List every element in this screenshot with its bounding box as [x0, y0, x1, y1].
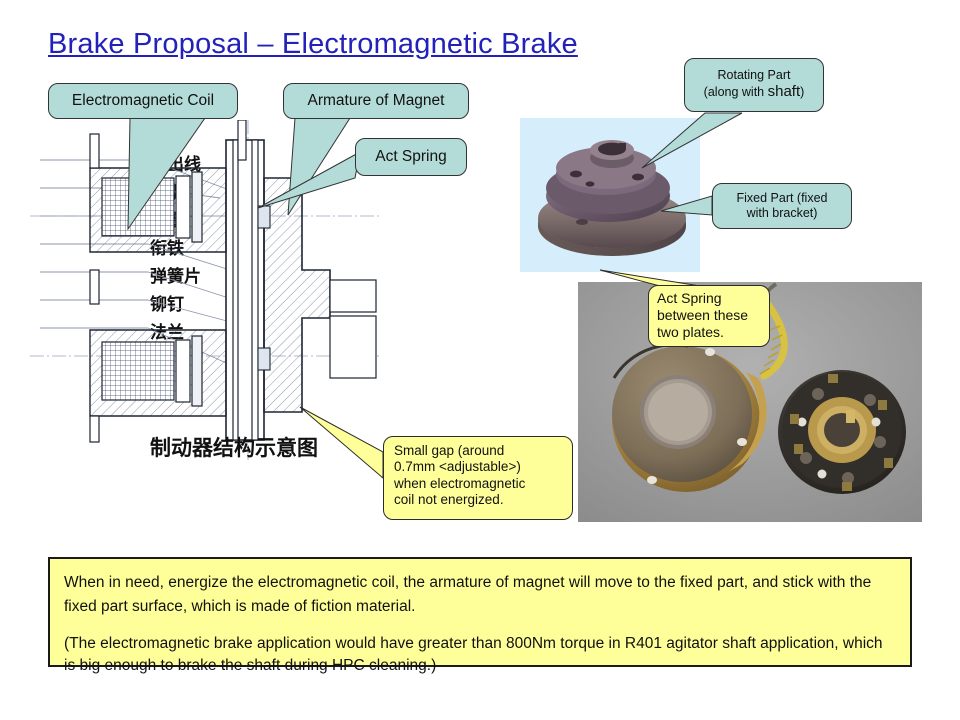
summary-note-box: When in need, energize the electromagnet… [48, 557, 912, 674]
drawing-caption: 制动器结构示意图 [150, 436, 318, 460]
callout-small-gap[interactable]: Small gap (around 0.7mm <adjustable>) wh… [383, 436, 573, 520]
note-paragraph-2: (The electromagnetic brake application w… [64, 635, 883, 674]
callout-act-spring[interactable]: Act Spring [355, 138, 467, 176]
rotating-part-prefix: (along with [703, 85, 768, 100]
small-gap-line1: Small gap (around [394, 443, 505, 458]
small-gap-line4: coil not energized. [394, 492, 504, 508]
small-gap-line3: when electromagnetic [394, 475, 526, 491]
callout-rotating-part[interactable]: Rotating Part (along with shaft) [684, 58, 824, 112]
callout-fixed-part-line1: Fixed Part (fixed [736, 190, 828, 205]
page-title: Brake Proposal – Electromagnetic Brake [48, 28, 578, 60]
brake-cross-section-drawing [30, 120, 380, 460]
small-gap-line2: 0.7mm <adjustable>) [394, 459, 521, 475]
callout-act-spring-between-plates[interactable]: Act Spring between these two plates. [648, 285, 770, 347]
callout-armature-of-magnet[interactable]: Armature of Magnet [283, 83, 469, 119]
callout-fixed-part[interactable]: Fixed Part (fixed with bracket) [712, 183, 852, 229]
rotating-part-shaft: shaft [767, 83, 801, 101]
callout-fixed-part-line2: with bracket) [746, 206, 818, 220]
act-spring-plates-line2: between these [657, 307, 749, 324]
act-spring-plates-line1: Act Spring [657, 290, 722, 306]
act-spring-plates-line3: two plates. [657, 324, 724, 341]
note-paragraph-1: When in need, energize the electromagnet… [64, 574, 872, 616]
callout-electromagnetic-coil[interactable]: Electromagnetic Coil [48, 83, 238, 119]
rotating-part-suffix: ) [800, 85, 805, 100]
callout-rotating-part-line1: Rotating Part [717, 68, 791, 83]
callout-rotating-part-line2: (along with shaft) [704, 83, 805, 101]
drawing-label-4: 弹簧片 [150, 267, 201, 287]
